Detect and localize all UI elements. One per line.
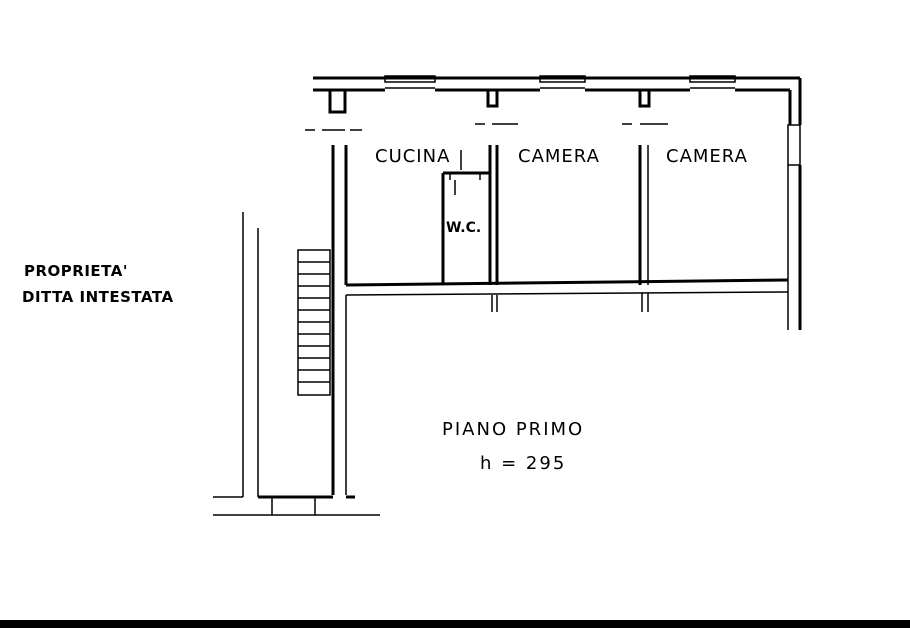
staircase: [297, 249, 331, 396]
floor-height: h = 295: [480, 453, 566, 474]
floor-name: PIANO PRIMO: [442, 419, 584, 440]
room-label-bedroom-1: CAMERA: [518, 146, 600, 167]
interior-walls: [331, 145, 789, 495]
bottom-rule: [0, 620, 910, 628]
side-label-line-2: DITTA INTESTATA: [22, 288, 174, 306]
left-corridor-walls: [213, 212, 380, 516]
room-label-wc: W.C.: [446, 220, 481, 236]
room-label-bedroom-2: CAMERA: [666, 146, 748, 167]
side-label-line-1: PROPRIETA': [24, 262, 128, 280]
top-exterior-wall: [313, 75, 802, 330]
door-openings: [305, 123, 668, 131]
wc-enclosure: [441, 150, 490, 285]
room-label-kitchen: CUCINA: [375, 146, 450, 167]
